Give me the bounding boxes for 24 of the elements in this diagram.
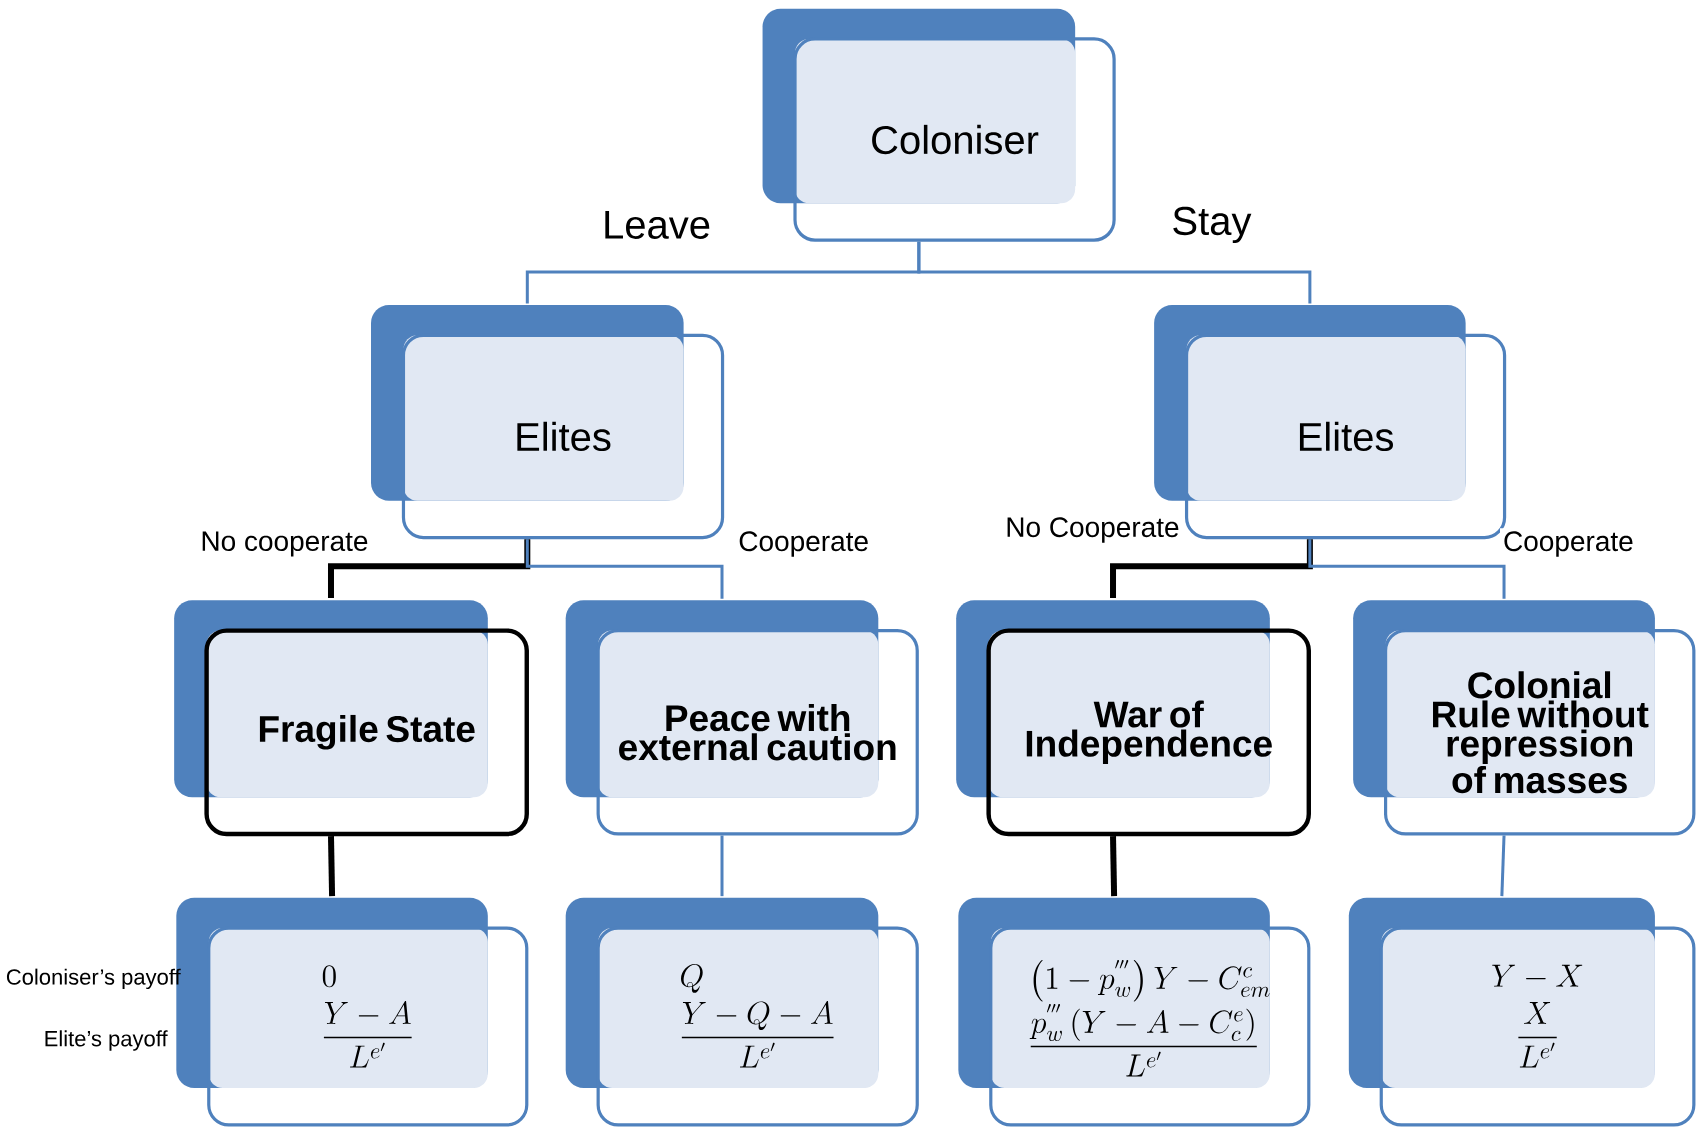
- outcome-box: Fragile State: [174, 600, 529, 837]
- outcome-box: Colonial Rule without repression of masses: [1353, 600, 1696, 836]
- tree-branch: [525, 539, 724, 599]
- outcome-box: Peace with external caution: [565, 600, 919, 836]
- tree-branch: [917, 241, 1312, 304]
- player-box: Coloniser: [762, 8, 1116, 242]
- tree-branch: [1308, 539, 1506, 599]
- edge-label: Cooperate: [735, 528, 873, 560]
- tree-branch: [720, 835, 724, 897]
- tree-branch: [1110, 836, 1118, 897]
- edge-label: Stay: [1168, 203, 1255, 247]
- payoff-box: $\left(1-p_w^{'''}\right)Y-C_{em}^{c}$ $\frac{p_w^{'''}\left(Y-A-C_c^{e}\right)}{L^{e'}}$: [958, 897, 1311, 1127]
- tree-branch: [328, 539, 531, 599]
- edge-label: Leave: [599, 208, 715, 242]
- tree-branch: [1500, 835, 1506, 897]
- payoff-row-label: Elite’s payoff: [45, 1030, 168, 1051]
- edge-label: Cooperate: [1500, 528, 1637, 560]
- tree-branch: [328, 836, 336, 897]
- outcome-box: War of Independence: [956, 600, 1311, 837]
- edge-label: No cooperate: [197, 528, 372, 560]
- player-box: Elites: [371, 305, 725, 540]
- tree-branch: [1110, 539, 1313, 599]
- payoff-box: $Q$ $\frac{Y-Q-A}{L^{e'}}$: [565, 897, 919, 1127]
- payoff-box: $Y-X$ $\frac{X}{L^{e'}}$: [1348, 897, 1696, 1127]
